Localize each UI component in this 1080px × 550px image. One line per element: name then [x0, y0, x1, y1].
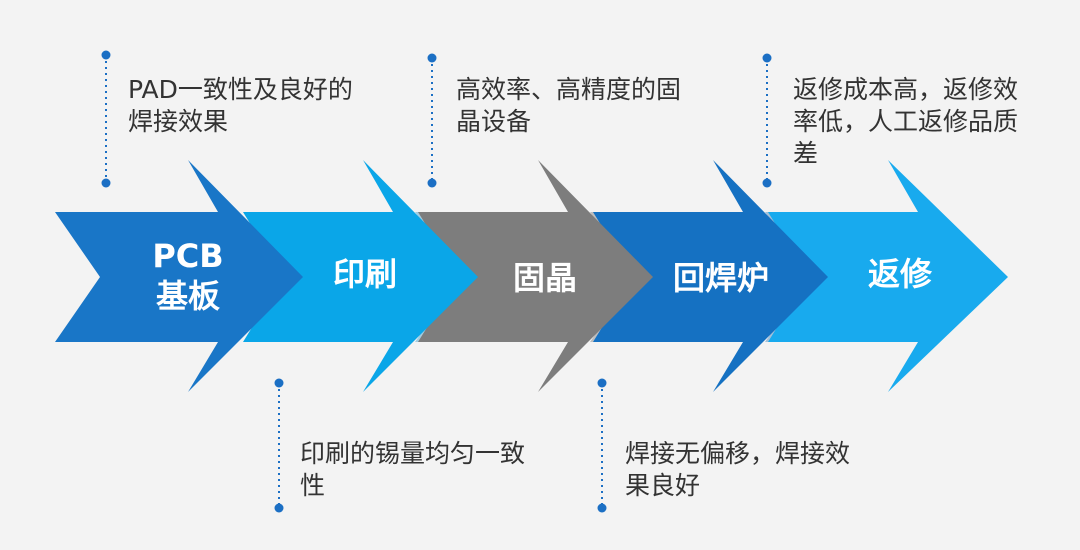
note-print: 印刷的锡量均匀一致 性 — [300, 439, 526, 500]
arrow-pcb — [55, 160, 303, 392]
step-label-reflow: 回焊炉 — [672, 259, 769, 297]
arrow-reflow — [593, 160, 828, 392]
arrow-rework — [768, 160, 1008, 392]
note-rework: 返修成本高，返修效 率低，人工返修品质 差 — [793, 75, 1019, 168]
note-reflow: 焊接无偏移，焊接效 果良好 — [625, 439, 851, 500]
connector-die — [427, 53, 437, 188]
connector-print — [274, 378, 284, 513]
step-label-die: 固晶 — [512, 259, 577, 297]
step-label-rework: 返修 — [867, 255, 932, 293]
arrow-print — [243, 160, 478, 392]
note-die: 高效率、高精度的固 晶设备 — [456, 75, 682, 136]
step-label-print: 印刷 — [332, 255, 397, 293]
connector-pcb — [101, 50, 111, 188]
step-label-pcb: PCB 基板 — [152, 237, 224, 315]
connector-rework — [762, 53, 772, 188]
arrow-die — [418, 160, 653, 392]
connector-reflow — [597, 378, 607, 513]
note-pcb: PAD一致性及良好的 焊接效果 — [128, 75, 353, 136]
